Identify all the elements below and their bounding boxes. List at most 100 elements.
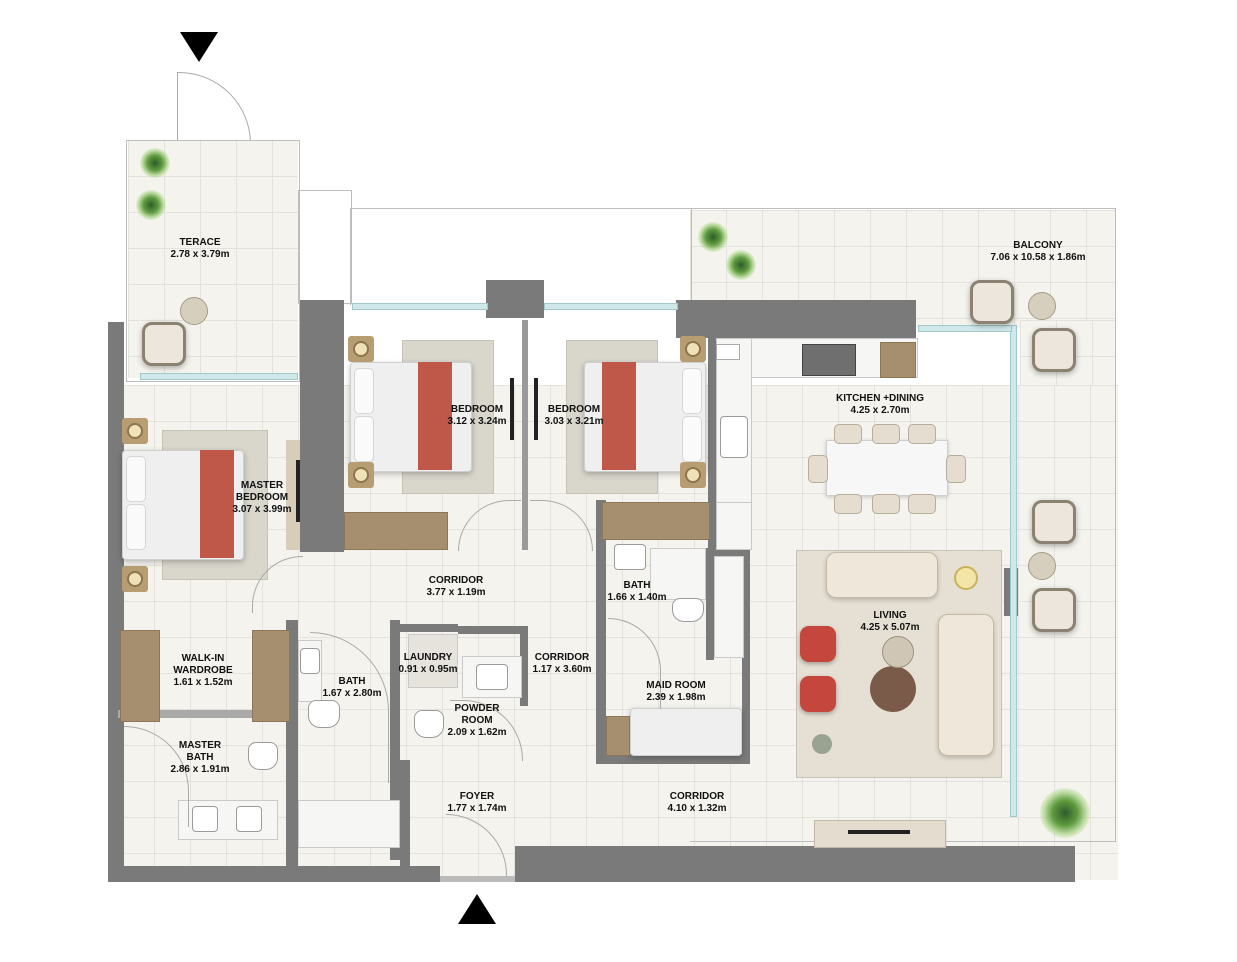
sofa [826,552,938,598]
sink [236,806,262,832]
wall-maid-left [596,500,606,762]
lounge-chair [1032,588,1076,632]
armchair [800,626,836,662]
wall-column-top [486,280,544,318]
wardrobe [344,512,448,550]
plant-icon [726,250,756,280]
lamp-icon [685,467,701,483]
terace-step-outline [298,190,352,304]
lamp-icon [353,467,369,483]
bed-throw [418,362,452,470]
lamp-icon [127,423,143,439]
window-balcony [1010,325,1017,817]
plant-icon [698,222,728,252]
appliance [716,344,740,360]
side-table [1028,292,1056,320]
wall-powder-top [458,626,528,634]
wall-bedrooms-divider [522,320,528,550]
bathtub [298,800,400,848]
toilet-icon [414,710,444,738]
dining-chair [808,455,828,483]
wall-left [108,322,124,882]
lamp-icon [685,341,701,357]
wall-maid-bottom [596,754,750,764]
lounge-chair [142,322,186,366]
wall-bath1-divider [706,548,714,660]
washer [408,634,458,688]
plant-pot [812,734,832,754]
kitchen-sink [720,416,748,458]
plant-icon [140,148,170,178]
wall-bottom-left [108,866,440,882]
wardrobe-left [120,630,160,722]
entrance-arrow-bottom [458,894,496,924]
maid-bed [630,708,742,756]
wall-wardrobe-bottom [118,710,298,718]
window-terace [140,373,298,380]
window-kitchen [918,325,1012,332]
sofa [938,614,994,756]
side-table [180,297,208,325]
sink [192,806,218,832]
dining-chair [872,494,900,514]
dining-chair [834,424,862,444]
wall-kitchen-top [676,300,916,338]
pillow [354,368,374,414]
tv-icon [848,830,910,834]
sink [476,664,508,690]
toilet-icon [248,742,278,770]
lounge-chair [1032,328,1076,372]
terace-door-swing [177,72,251,145]
wall-powder-right [520,626,528,706]
coffee-table [870,666,916,712]
maid-shelf [714,556,744,658]
tv-icon [534,378,538,440]
shower [650,548,706,600]
dining-chair [872,424,900,444]
maid-nightstand [606,716,630,756]
pillow [354,416,374,462]
wall-bottom-right [515,846,1075,882]
bed-throw [602,362,636,470]
plant-icon [136,190,166,220]
wall-master-bedroom-right [300,300,344,552]
window-bedroom-1 [352,303,488,310]
pillow [126,504,146,550]
lamp-icon [127,571,143,587]
tv-icon [510,378,514,440]
dining-table [826,440,948,496]
bed-throw [200,450,234,558]
side-table [1028,552,1056,580]
lounge-chair [970,280,1014,324]
entry-threshold [440,876,515,882]
floor-lamp-icon [954,566,978,590]
lounge-chair [1032,500,1076,544]
wardrobe-right [252,630,290,722]
upper-outline [350,208,692,305]
armchair [800,676,836,712]
fridge [716,502,752,550]
wall-kitchen-left [708,338,716,548]
pillow [126,456,146,502]
window-bedroom-2 [544,303,678,310]
pillow [682,416,702,462]
terace-outline [126,140,300,382]
tv-icon [296,460,300,522]
lamp-icon [353,341,369,357]
